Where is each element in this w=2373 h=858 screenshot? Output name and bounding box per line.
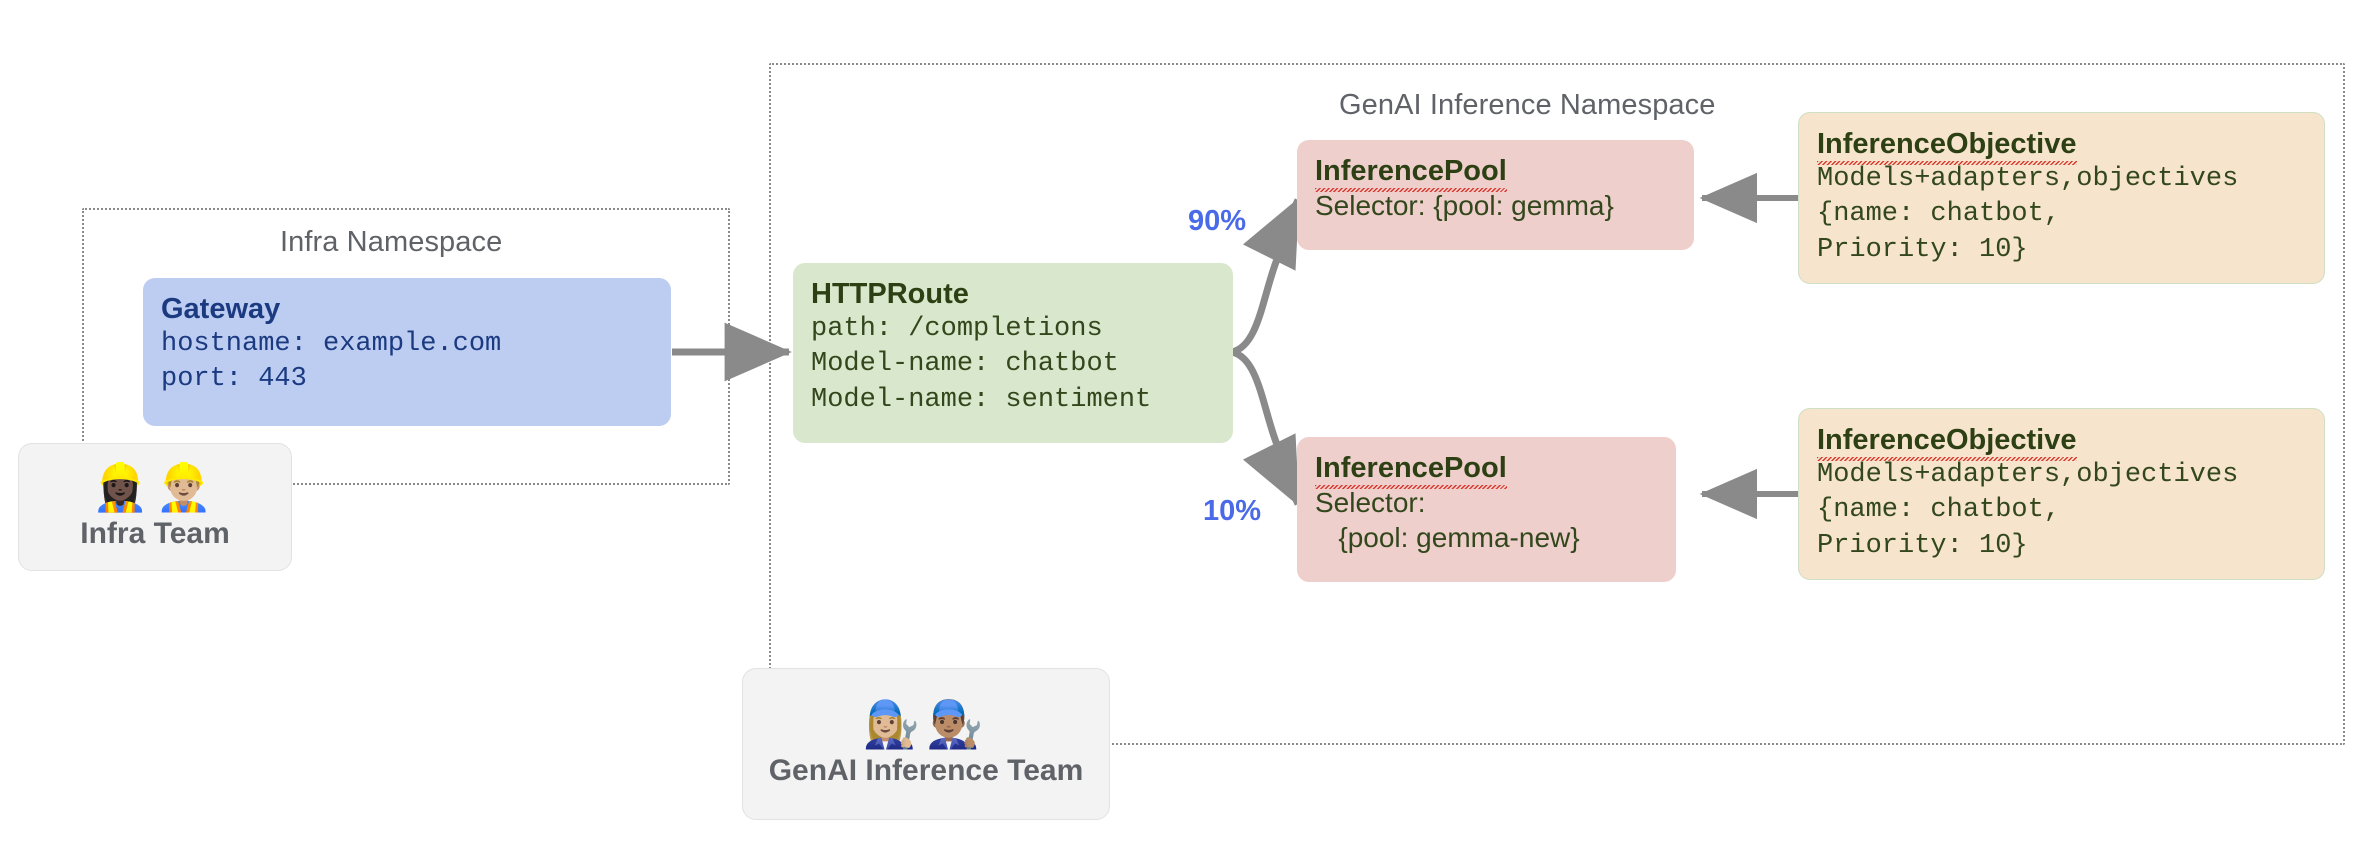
inferenceobjective-bottom-title: InferenceObjective	[1817, 423, 2306, 462]
infra-team-emoji: 👷🏿‍♀️👷🏼‍♂️	[91, 459, 219, 514]
inferencepool-gemma-new-selector-value: {pool: gemma-new}	[1315, 521, 1580, 553]
team-badge-infra[interactable]: 👷🏿‍♀️👷🏼‍♂️ Infra Team	[18, 443, 292, 571]
inferencepool-gemma-title: InferencePool	[1315, 154, 1676, 193]
edge-label-10-percent: 10%	[1203, 495, 1262, 527]
team-badge-genai[interactable]: 👩🏼‍🔧👨🏽‍🔧 GenAI Inference Team	[742, 668, 1110, 820]
namespace-genai	[769, 63, 2345, 745]
node-inferencepool-gemma-new[interactable]: InferencePool Selector: {pool: gemma-new…	[1297, 437, 1676, 582]
gateway-line-port: port: 443	[161, 364, 307, 395]
httproute-line-path: path: /completions	[811, 314, 1103, 345]
inferenceobjective-bottom-title-text: InferenceObjective	[1817, 423, 2077, 462]
httproute-line-model-sentiment: Model-name: sentiment	[811, 384, 1152, 415]
genai-team-label: GenAI Inference Team	[768, 754, 1084, 788]
gateway-line-hostname: hostname: example.com	[161, 329, 502, 360]
inferenceobjective-bottom-line-models: Models+adapters,objectives	[1817, 460, 2239, 491]
node-inferenceobjective-bottom[interactable]: InferenceObjective Models+adapters,objec…	[1798, 408, 2325, 580]
inferenceobjective-bottom-line-priority: Priority: 10}	[1817, 530, 2028, 561]
inferenceobjective-top-line-models: Models+adapters,objectives	[1817, 164, 2239, 195]
inferenceobjective-top-title-text: InferenceObjective	[1817, 127, 2077, 166]
node-gateway[interactable]: Gateway hostname: example.com port: 443	[143, 278, 671, 426]
edge-label-90-percent: 90%	[1188, 205, 1247, 237]
gateway-title: Gateway	[161, 293, 281, 325]
inferenceobjective-top-line-name: {name: chatbot,	[1817, 199, 2061, 230]
genai-team-emoji: 👩🏼‍🔧👨🏽‍🔧	[862, 696, 990, 751]
inferencepool-gemma-title-text: InferencePool	[1315, 154, 1507, 193]
namespace-infra	[82, 208, 730, 485]
node-inferenceobjective-top[interactable]: InferenceObjective Models+adapters,objec…	[1798, 112, 2325, 284]
namespace-infra-title: Infra Namespace	[280, 226, 503, 258]
inferenceobjective-top-title: InferenceObjective	[1817, 127, 2306, 166]
httproute-title: HTTPRoute	[811, 278, 969, 310]
infra-team-label: Infra Team	[80, 517, 230, 551]
inferenceobjective-top-line-priority: Priority: 10}	[1817, 234, 2028, 265]
inferenceobjective-bottom-line-name: {name: chatbot,	[1817, 495, 2061, 526]
inferencepool-gemma-new-title-text: InferencePool	[1315, 451, 1507, 490]
httproute-line-model-chatbot: Model-name: chatbot	[811, 349, 1119, 380]
inferencepool-gemma-selector: Selector: {pool: gemma}	[1315, 190, 1614, 222]
inferencepool-gemma-new-title: InferencePool	[1315, 451, 1658, 490]
node-httproute[interactable]: HTTPRoute path: /completions Model-name:…	[793, 263, 1233, 443]
node-inferencepool-gemma[interactable]: InferencePool Selector: {pool: gemma}	[1297, 140, 1694, 250]
inferencepool-gemma-new-selector-label: Selector:	[1315, 487, 1426, 519]
namespace-genai-title: GenAI Inference Namespace	[1339, 89, 1716, 121]
